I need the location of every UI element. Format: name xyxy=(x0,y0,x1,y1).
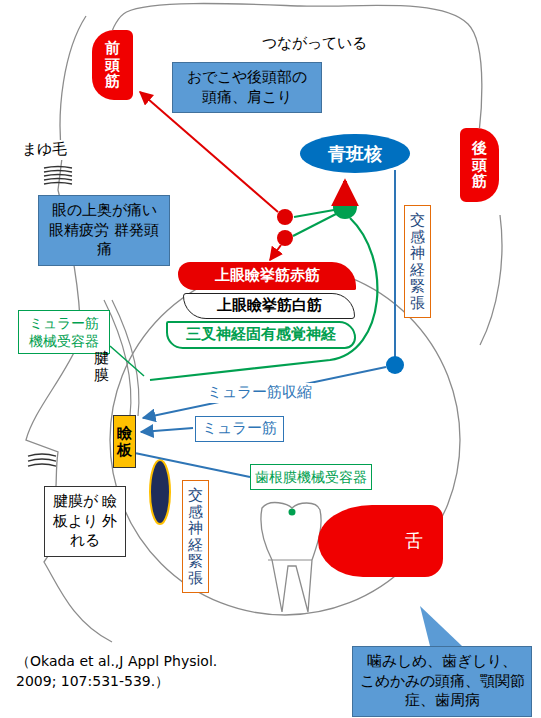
node-text: 上眼瞼挙筋赤筋 xyxy=(215,266,320,286)
neuron-dot xyxy=(277,230,293,246)
node-text: 上眼瞼挙筋白筋 xyxy=(217,296,322,316)
lash-stroke xyxy=(28,454,56,456)
blue-arrow xyxy=(143,367,386,418)
node-text: 交感神経緊張 xyxy=(410,212,425,311)
hair-stroke xyxy=(44,175,72,177)
hair-stroke xyxy=(44,179,72,181)
receptor-dot xyxy=(289,509,296,516)
neuron-dot xyxy=(386,356,404,374)
node-text: おでこや後頭部の 頭痛、肩こり xyxy=(179,68,315,107)
node-text: ミュラー筋 xyxy=(202,419,277,439)
node-text: 噛みしめ、歯ぎしり、 こめかみの頭痛、顎関節症、歯周病 xyxy=(359,652,525,711)
eyelid-fold xyxy=(112,300,139,416)
green-line xyxy=(293,214,336,236)
muscle-shape: 前頭筋 xyxy=(92,30,133,100)
neuron-dot xyxy=(333,195,357,219)
part-label: まゆ毛 xyxy=(20,140,69,160)
callout-box: おでこや後頭部の 頭痛、肩こり xyxy=(172,62,322,113)
node-text: 前頭筋 xyxy=(105,40,120,90)
connector-label: つながっている xyxy=(260,34,369,54)
tooth xyxy=(261,503,321,612)
receptor-box: ミュラー筋 機械受容器 xyxy=(18,310,110,354)
hair-stroke xyxy=(44,171,72,173)
blue-arrow xyxy=(141,428,193,432)
eye xyxy=(150,460,170,524)
node-text: 青班核 xyxy=(328,142,382,165)
hair-stroke xyxy=(44,167,72,169)
eyelashes xyxy=(28,454,56,466)
hair-stroke xyxy=(44,183,72,185)
receptor-box: 歯根膜機械受容器 xyxy=(250,464,372,490)
red-arrow xyxy=(343,181,347,194)
head-outline xyxy=(480,215,502,345)
nerve-band: 三叉神経固有感覚神経 xyxy=(166,321,356,349)
lash-stroke xyxy=(28,459,56,461)
muscle-shape: 後頭筋 xyxy=(460,128,499,202)
nucleus-ellipse: 青班核 xyxy=(300,134,410,173)
gum-line xyxy=(268,560,312,561)
node-text: ミュラー筋 機械受容器 xyxy=(23,314,105,350)
vertical-label-box: 交感神経緊張 xyxy=(182,480,209,593)
neuron-dot xyxy=(277,209,293,225)
node-text: 舌 xyxy=(405,529,423,552)
callout-box: 噛みしめ、歯ぎしり、 こめかみの頭痛、顎関節症、歯周病 xyxy=(352,646,532,717)
pathway-label: ミュラー筋収縮 xyxy=(205,383,314,403)
green-line xyxy=(294,210,334,217)
node-text: 三叉神経固有感覚神経 xyxy=(186,325,336,345)
node-text: 瞼板 xyxy=(117,425,132,458)
leader-line xyxy=(110,346,144,376)
tongue-shape: 舌 xyxy=(318,505,443,577)
callout-tail xyxy=(420,606,462,646)
tarsus-box: 瞼板 xyxy=(113,415,136,468)
muscle-box: ミュラー筋 xyxy=(195,416,284,442)
callout-box: 眼の上奥が痛い 眼精疲労 群発頭痛 xyxy=(38,195,170,266)
muscle-band: 上眼瞼挙筋白筋 xyxy=(183,293,355,319)
note-box: 腱膜が 瞼板より 外れる xyxy=(44,486,126,557)
muscle-band: 上眼瞼挙筋赤筋 xyxy=(178,262,356,290)
node-text: 腱膜が 瞼板より 外れる xyxy=(49,492,121,551)
green-nerve xyxy=(150,218,377,380)
blue-line xyxy=(394,170,396,358)
vertical-label-box: 交感神経緊張 xyxy=(404,205,431,318)
connector-line xyxy=(136,453,250,477)
node-text: 交感神経緊張 xyxy=(188,487,203,586)
connector-line xyxy=(113,3,482,128)
red-arrow xyxy=(270,245,281,260)
lash-stroke xyxy=(28,464,56,466)
citation-caption: （Okada et al.,J Appl Physiol. 2009; 107:… xyxy=(16,652,231,691)
node-text: 歯根膜機械受容器 xyxy=(255,468,367,486)
eyebrow-hairs xyxy=(44,167,72,185)
node-text: 眼の上奥が痛い 眼精疲労 群発頭痛 xyxy=(45,201,163,260)
node-text: 後頭筋 xyxy=(472,140,487,190)
part-label: 腱膜 xyxy=(92,350,111,383)
